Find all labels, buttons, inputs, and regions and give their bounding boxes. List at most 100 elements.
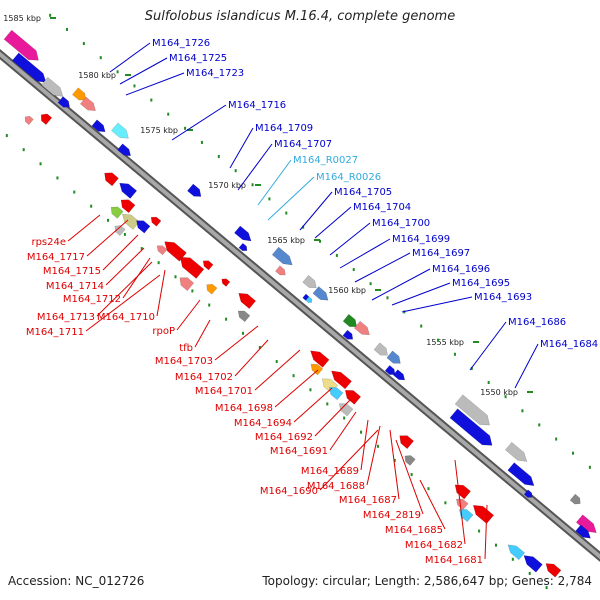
forward-gene-label: M164_1725 [169, 53, 227, 64]
reverse-gene-0 [40, 113, 53, 125]
reverse-gene-10 [164, 241, 187, 262]
outer-dotted-track-bottom [427, 487, 430, 491]
forward-gene-8 [117, 143, 132, 157]
outer-dotted-track-bottom [258, 345, 261, 349]
reverse-gene-label: M164_1685 [385, 525, 443, 536]
reverse-gene-label: M164_1689 [301, 466, 359, 477]
reverse-label-leader [254, 349, 301, 391]
reverse-gene-label: M164_1715 [43, 266, 101, 277]
forward-gene-5 [57, 96, 70, 108]
forward-gene-30 [569, 493, 581, 505]
kbp-tick-label: 1560 kbp [328, 286, 366, 295]
forward-gene-22 [386, 350, 401, 364]
reverse-gene-label: tfb [179, 343, 193, 354]
outer-dotted-track-bottom [494, 543, 497, 547]
kbp-tick-label: 1580 kbp [78, 71, 116, 80]
forward-label-leader [391, 282, 451, 306]
forward-gene-label: M164_1705 [334, 187, 392, 198]
reverse-label-leader [234, 339, 269, 377]
reverse-gene-28 [454, 484, 471, 500]
forward-gene-21 [373, 342, 388, 356]
forward-gene-23 [392, 369, 406, 381]
forward-label-leader [237, 143, 273, 191]
outer-dotted-track-bottom [39, 162, 42, 166]
reverse-gene-23 [331, 370, 352, 390]
reverse-gene-label: M164_1713 [37, 312, 95, 323]
reverse-gene-label: M164_1690 [260, 486, 318, 497]
reverse-gene-19 [310, 350, 330, 368]
forward-label-leader [469, 321, 507, 371]
reverse-label-leader [156, 269, 166, 317]
reverse-gene-29 [456, 498, 469, 511]
forward-gene-25 [454, 394, 490, 426]
kbp-tick-label: 1555 kbp [426, 338, 464, 347]
outer-dotted-track-top [302, 225, 305, 229]
outer-dotted-track-bottom [22, 148, 25, 152]
outer-dotted-track-bottom [157, 261, 160, 265]
outer-dotted-track-top [538, 423, 541, 427]
outer-dotted-track-top [49, 13, 52, 17]
outer-dotted-track-bottom [343, 416, 346, 420]
outer-dotted-track-top [66, 27, 69, 31]
outer-dotted-track-top [521, 409, 524, 413]
reverse-gene-label: M164_1701 [195, 386, 253, 397]
reverse-gene-6 [122, 213, 140, 230]
forward-label-leader [171, 104, 227, 141]
forward-gene-16 [312, 286, 329, 301]
outer-dotted-track-bottom [275, 360, 278, 364]
outer-dotted-track-top [200, 140, 203, 144]
outer-dotted-track-top [504, 395, 507, 399]
reverse-label-leader [274, 369, 319, 408]
reverse-label-leader [389, 429, 400, 500]
kbp-tick-label: 1585 kbp [3, 14, 41, 23]
reverse-gene-31 [472, 505, 495, 524]
forward-gene-10 [234, 225, 252, 242]
outer-dotted-track-bottom [478, 529, 481, 533]
outer-dotted-track-bottom [225, 317, 228, 321]
reverse-label-leader [454, 459, 466, 545]
outer-dotted-track-top [99, 56, 102, 60]
outer-dotted-track-top [234, 169, 237, 173]
reverse-gene-label: rps24e [31, 237, 66, 248]
reverse-gene-30 [459, 509, 474, 523]
reverse-gene-2 [104, 172, 119, 187]
genome-summary-text: Topology: circular; Length: 2,586,647 bp… [262, 574, 592, 588]
forward-label-leader [267, 176, 315, 221]
forward-gene-label: M164_1699 [392, 234, 450, 245]
outer-dotted-track-bottom [410, 473, 413, 477]
forward-label-leader [329, 222, 371, 256]
outer-dotted-track-bottom [360, 430, 363, 434]
outer-dotted-track-bottom [174, 275, 177, 279]
forward-gene-28 [507, 462, 535, 487]
forward-gene-label: M164_R0026 [316, 172, 381, 183]
outer-dotted-track-top [437, 338, 440, 342]
reverse-gene-20 [310, 363, 324, 376]
outer-dotted-track-top [217, 155, 220, 159]
reverse-gene-1 [24, 116, 34, 126]
reverse-gene-16 [206, 283, 218, 295]
reverse-gene-label: rpoP [152, 326, 175, 337]
reverse-label-leader [329, 411, 357, 451]
reverse-gene-label: M164_1712 [63, 294, 121, 305]
reverse-gene-label: M164_1687 [339, 495, 397, 506]
outer-dotted-track-bottom [292, 374, 295, 378]
forward-label-leader [354, 252, 411, 283]
forward-gene-12 [271, 246, 293, 266]
outer-dotted-track-bottom [376, 444, 379, 448]
forward-gene-label: M164_1700 [372, 218, 430, 229]
forward-gene-32 [575, 524, 591, 539]
reverse-gene-33 [523, 555, 543, 573]
forward-gene-13 [275, 265, 286, 276]
outer-dotted-track-bottom [241, 331, 244, 335]
outer-dotted-track-top [167, 112, 170, 116]
outer-dotted-track-top [335, 253, 338, 257]
reverse-gene-26 [399, 435, 414, 450]
reverse-gene-7 [136, 220, 151, 234]
reverse-label-leader [85, 274, 161, 332]
forward-label-leader [229, 127, 254, 169]
outer-dotted-track-top [251, 183, 254, 187]
forward-gene-0 [3, 29, 39, 61]
forward-gene-9 [187, 183, 202, 197]
forward-gene-label: M164_1686 [508, 317, 566, 328]
reverse-label-leader [360, 419, 369, 471]
